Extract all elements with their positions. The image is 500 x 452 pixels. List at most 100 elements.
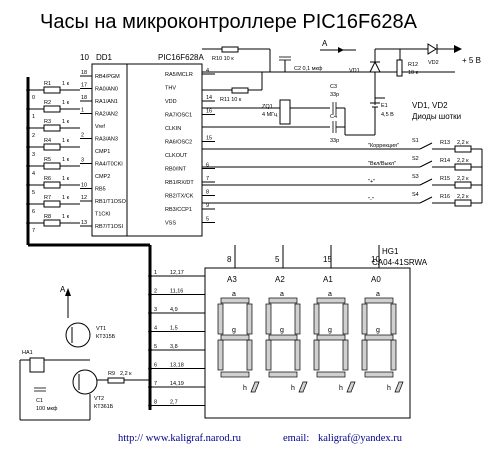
switch-resistor [454,145,472,153]
segment-d [268,371,298,378]
segment-c [342,339,349,371]
bus-number: 7 [32,228,35,234]
footer-email[interactable]: kaligraf@yandex.ru [318,433,403,444]
segment-b [246,303,253,335]
seg-pin-num: 5 [154,344,157,350]
segment-e [265,339,272,371]
segment-g [316,334,346,341]
seg-junction [148,385,152,389]
mcu-ref: DD1 [96,53,113,62]
seg-pin-num: 7 [154,381,157,387]
segment-c [246,339,253,371]
display-body [204,267,411,419]
mcu-left-pin-num: 1 [81,108,84,114]
seg-letter-g: g [376,327,380,334]
mcu-right-pin-num: 7 [206,176,209,182]
ha1-body [29,357,45,373]
segment-a [220,297,250,304]
plus5-arrow-icon [454,45,462,53]
left-resistor [43,181,61,189]
vt2-label: VT2 [94,396,104,402]
c1-label: C1 [36,398,43,404]
switch-label: "Вкл/Выкл" [368,161,396,167]
r10-label: R10 10 к [212,56,234,62]
switch-contact [419,142,433,150]
c4-label: C4 [330,114,337,120]
bus-junction [26,126,30,130]
seg-letter-h: h [243,385,247,392]
mcu-right-pin-name: THV [165,86,176,92]
bus-junction [26,183,30,187]
top-a-label: A [322,39,328,48]
left-resistor-ref: R1 [44,81,51,87]
vt1-label: VT1 [96,326,106,332]
seg-pin-list: 12,17 [170,270,184,276]
left-resistor-ref: R8 [44,214,51,220]
seg-letter-a: a [376,291,380,298]
diodes-note-2: Диоды шотки [412,112,461,121]
footer-site[interactable]: http:// www.kaligraf.narod.ru [118,433,242,444]
seg-letter-g: g [232,327,236,334]
seg-letter-h: h [339,385,343,392]
seg-pin-num: 6 [154,363,157,369]
segment-g [364,334,394,341]
digit-label: A3 [227,275,237,284]
seg-letter-h: h [387,385,391,392]
mcu-right-pin-name: CLKOUT [165,153,188,159]
switch-contact [419,160,433,168]
page-title: Часы на микроконтроллере PIC16F628A [40,11,418,33]
digit-pin: 10 [371,255,380,264]
seg-pin-list: 2,7 [170,400,178,406]
left-resistor-ref: R3 [44,119,51,125]
left-resistor-value: 1 к [62,157,70,163]
segment-d [220,371,250,378]
switch-resistor [454,163,472,171]
seg-pin-num: 2 [154,289,157,295]
bus-number: 1 [32,114,35,120]
segment-b [342,303,349,335]
vt2-symbol [72,369,98,395]
r12-label: R12 [408,62,418,68]
mcu-right-pin-num: 15 [206,136,212,142]
segment-h [346,381,356,393]
bus-number: 5 [32,190,35,196]
zq1-value: 4 МГц [262,112,278,118]
switch-resistor [454,199,472,207]
left-resistor [43,105,61,113]
mcu-left-pin-name: RB4/PGM [95,74,120,80]
mcu-right-pin-name: CLKIN [165,126,181,132]
mcu-left-pin-name: T1CKI [95,212,111,218]
seg-junction [148,403,152,408]
segment-h [394,381,404,393]
digit-label: A0 [371,275,381,284]
mcu-left-pins: 18RB4/PGM17RA0/AN018RA1/AN11RA2/AN2Vref2… [80,70,127,230]
vd2-label: VD2 [428,60,439,66]
switch-resistor [454,181,472,189]
mcu-body [91,63,203,237]
seg-pin-num: 3 [154,307,157,313]
mcu-left-pin-name: Vref [95,124,105,130]
segment-g [268,334,298,341]
mcu-right-pins: 4RA5/MCLRTHV14VDD16RA7/OSC1CLKIN15RA6/OS… [165,68,215,227]
switch-res-value: 2,2 к [457,194,469,200]
r11-body [231,87,249,94]
mcu-right-pin-name: RB3/CCP1 [165,207,192,213]
mcu-right-pin-name: RB1/RX/DT [165,180,194,186]
switch-res-value: 2,2 к [457,176,469,182]
segment-f [217,303,224,335]
seg-pin-list: 13,18 [170,363,184,369]
bus-number: 0 [32,95,35,101]
seg-junction [148,366,152,371]
left-resistor [43,143,61,151]
bus-junction [26,164,30,168]
mcu-left-pin-name: CMP2 [95,174,110,180]
seg-letter-h: h [291,385,295,392]
segment-f [313,303,320,335]
mcu-left-pin-num: 17 [81,83,87,89]
zq1-label: ZQ1 [262,104,273,110]
mcu-left-pin-num: 18 [81,70,87,76]
vt-a-label: A [60,285,66,294]
